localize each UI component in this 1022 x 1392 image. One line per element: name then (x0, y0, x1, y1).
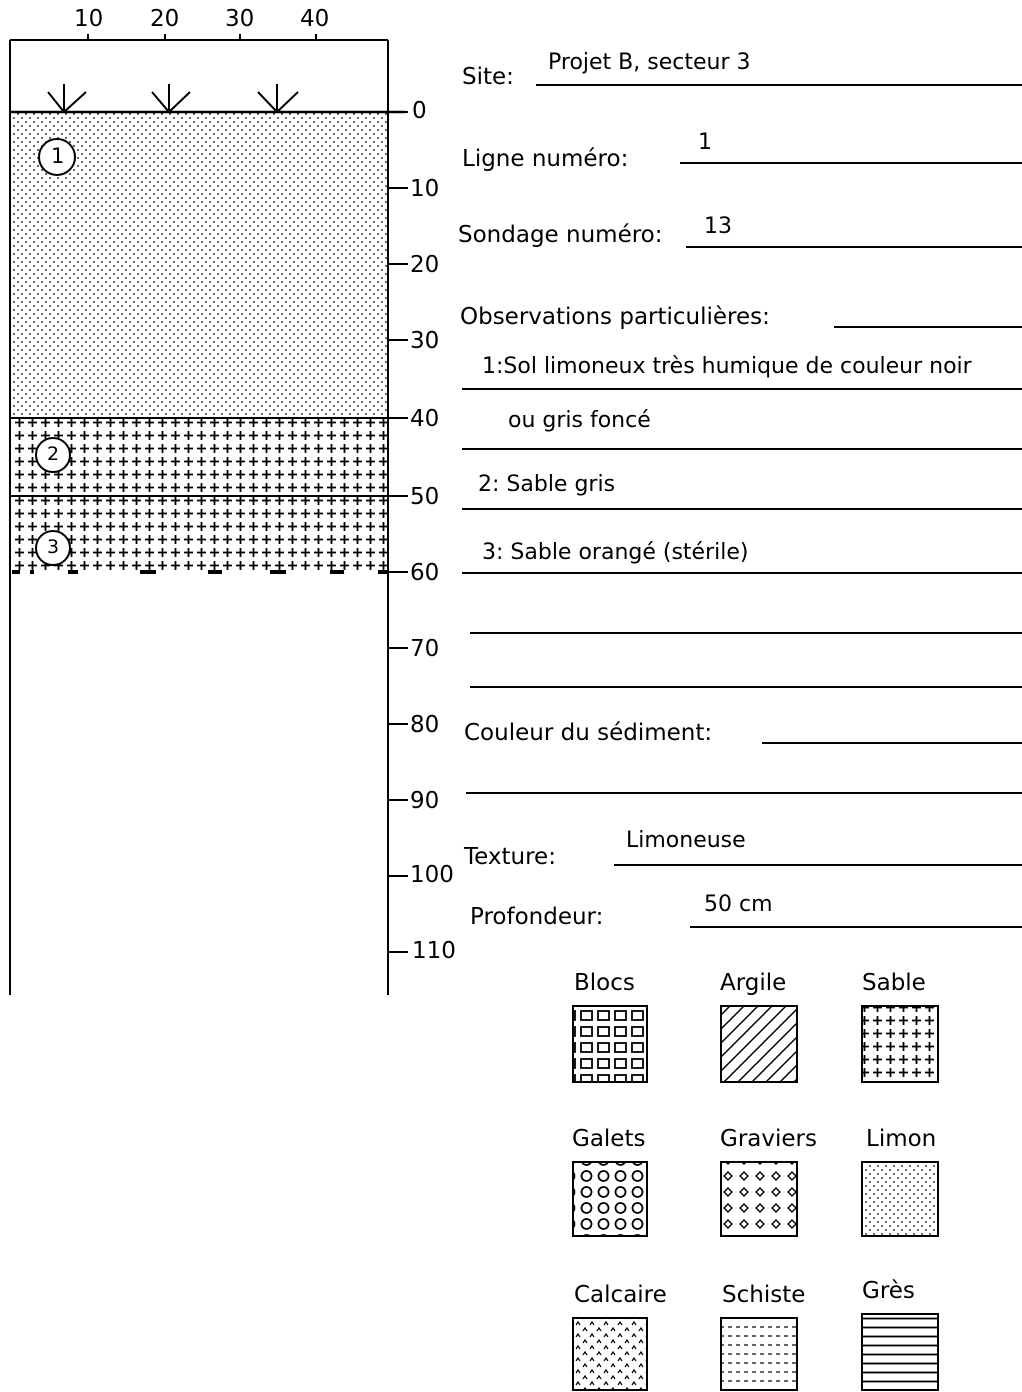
depth-label: 110 (412, 938, 456, 964)
sondage-line (686, 246, 1022, 248)
profondeur-line (690, 926, 1022, 928)
couleur-line (762, 742, 1022, 744)
sondage-value: 13 (704, 214, 732, 239)
layer-2-sable (10, 418, 388, 496)
texture-line (614, 864, 1022, 866)
top-scale-label: 20 (150, 6, 180, 32)
depth-label: 100 (410, 862, 454, 888)
observation-rule (470, 686, 1022, 688)
texture-value: Limoneuse (626, 828, 746, 853)
depth-label: 0 (412, 98, 427, 124)
site-line (536, 84, 1022, 86)
layer-number: 3 (47, 536, 60, 558)
depth-label: 80 (410, 712, 440, 738)
observation-rule (462, 572, 1022, 574)
vegetation-mark (151, 84, 191, 114)
legend-label-sable: Sable (862, 970, 926, 996)
layer-3-sable (10, 496, 388, 572)
observations-line (834, 326, 1022, 328)
top-scale-label: 10 (74, 6, 104, 32)
observation-rule (462, 448, 1022, 450)
legend-label-graviers: Graviers (720, 1126, 817, 1152)
observation-line: 1:Sol limoneux très humique de couleur n… (482, 354, 972, 379)
observation-rule (470, 632, 1022, 634)
ligne-line (680, 162, 1022, 164)
profile-column (9, 110, 405, 995)
legend-label-blocs: Blocs (574, 970, 635, 996)
observation-rule (462, 388, 1022, 390)
depth-label: 70 (410, 636, 440, 662)
layer-1-marker (38, 138, 76, 176)
observation-line: 2: Sable gris (478, 472, 616, 497)
vegetation-mark (257, 84, 299, 114)
depth-label: 40 (410, 406, 440, 432)
legend-label-calcaire: Calcaire (574, 1282, 667, 1308)
site-value: Projet B, secteur 3 (548, 50, 751, 75)
ligne-value: 1 (698, 130, 712, 155)
site-label: Site: (462, 64, 514, 90)
layer-number: 2 (47, 443, 60, 465)
depth-label: 10 (410, 176, 440, 202)
surface-zone (9, 40, 389, 114)
couleur-label: Couleur du sédiment: (464, 720, 713, 746)
top-scale-label: 30 (225, 6, 255, 32)
depth-label: 30 (410, 328, 440, 354)
texture-label: Texture: (464, 844, 556, 870)
layer-number: 1 (51, 144, 65, 168)
observation-rule (462, 508, 1022, 510)
depth-label: 20 (410, 252, 440, 278)
legend-label-schiste: Schiste (722, 1282, 806, 1308)
top-scale-label: 40 (300, 6, 330, 32)
top-scale (10, 34, 388, 41)
legend-label-argile: Argile (720, 970, 787, 996)
depth-scale (388, 111, 408, 953)
layer-2-marker (35, 437, 71, 473)
profondeur-label: Profondeur: (470, 904, 604, 930)
layer-3-marker (35, 530, 71, 566)
ligne-label: Ligne numéro: (462, 146, 629, 172)
sondage-label: Sondage numéro: (458, 222, 663, 248)
profondeur-value: 50 cm (704, 892, 773, 917)
observation-line: ou gris foncé (508, 408, 651, 433)
depth-label: 90 (410, 788, 440, 814)
couleur-line-2 (466, 792, 1022, 794)
depth-label: 60 (410, 560, 440, 586)
legend-label-galets: Galets (572, 1126, 646, 1152)
vegetation-mark (47, 84, 87, 114)
observation-line: 3: Sable orangé (stérile) (482, 540, 749, 565)
legend-label-gres: Grès (862, 1278, 915, 1304)
depth-label: 50 (410, 484, 440, 510)
legend-label-limon: Limon (866, 1126, 937, 1152)
observations-label: Observations particulières: (460, 304, 770, 330)
